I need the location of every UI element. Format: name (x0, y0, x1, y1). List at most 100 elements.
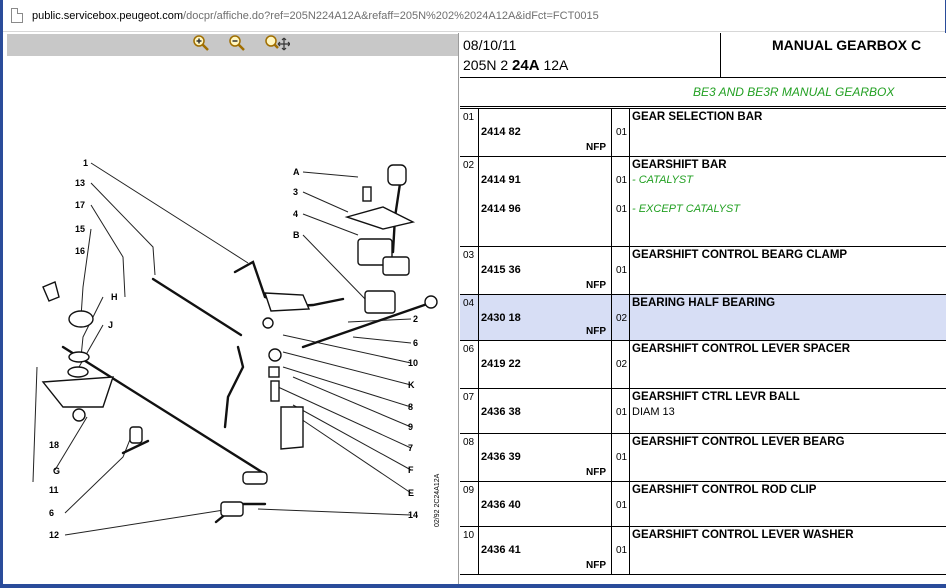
diagram-label-3: 3 (293, 187, 298, 197)
part-description: GEARSHIFT CONTROL LEVER SPACER (632, 343, 851, 355)
part-number[interactable]: 2414 91 (481, 174, 521, 186)
url-path: /docpr/affiche.do?ref=205N224A12A&refaff… (183, 9, 599, 22)
cell-border (479, 434, 612, 481)
diagram-label-J: J (108, 320, 113, 330)
section-header: BE3 AND BE3R MANUAL GEARBOX (460, 78, 946, 107)
row-index: 08 (463, 437, 475, 448)
cell-border (460, 295, 479, 340)
cell-border (460, 109, 479, 156)
part-description: GEARSHIFT CONTROL BEARG CLAMP (632, 249, 848, 261)
diagram-label-9: 9 (408, 422, 413, 432)
diagram-label-8: 8 (408, 402, 413, 412)
cell-border (460, 389, 479, 433)
diagram-label-E: E (408, 488, 414, 498)
part-number[interactable]: 2415 36 (481, 264, 521, 276)
zoom-toolbar (7, 34, 458, 56)
zoom-out-icon[interactable] (228, 34, 246, 57)
diagram-label-A: A (293, 167, 300, 177)
cell-border (612, 109, 630, 156)
part-quantity: 02 (616, 313, 628, 324)
doc-reference: 205N 2 24A 12A (463, 57, 568, 74)
part-quantity: 01 (616, 204, 628, 215)
table-row[interactable]: 10 GEARSHIFT CONTROL LEVER WASHER 2436 41 0… (460, 527, 946, 575)
cell-border (479, 482, 612, 526)
part-quantity: 01 (616, 407, 628, 418)
cell-border (612, 482, 630, 526)
diagram-label-11: 11 (49, 485, 59, 495)
row-index: 04 (463, 298, 475, 309)
diagram-label-13: 13 (75, 178, 85, 188)
cell-border (479, 109, 612, 156)
row-index: 02 (463, 160, 475, 171)
exploded-parts-diagram[interactable]: 1 13 17 15 16 H J 18 G 6 11 12 A 3 4 B 2… (3, 57, 459, 584)
part-description: GEARSHIFT CONTROL LEVER WASHER (632, 529, 854, 541)
address-bar[interactable]: public.servicebox.peugeot.com/docpr/affi… (3, 0, 945, 32)
diagram-label-4: 4 (293, 209, 298, 219)
part-description: GEARSHIFT CONTROL LEVER BEARG (632, 436, 845, 448)
diagram-label-F: F (408, 465, 414, 475)
cell-border (479, 341, 612, 388)
row-index: 09 (463, 485, 475, 496)
row-index: 10 (463, 530, 475, 541)
url-host: public.servicebox.peugeot.com (32, 9, 184, 22)
part-quantity: 02 (616, 359, 628, 370)
diagram-label-H: H (111, 292, 118, 302)
cell-border (612, 247, 630, 294)
cell-border (479, 389, 612, 433)
document-header: 08/10/11 205N 2 24A 12A MANUAL GEARBOX C (460, 33, 946, 78)
nfp-badge: NFP (586, 560, 606, 571)
part-number[interactable]: 2414 82 (481, 126, 521, 138)
part-description: GEARSHIFT CTRL LEVR BALL (632, 391, 800, 403)
zoom-move-icon[interactable] (264, 34, 291, 57)
part-note: - CATALYST (632, 174, 693, 186)
part-quantity: 01 (616, 545, 628, 556)
cell-border (612, 295, 630, 340)
part-number[interactable]: 2430 18 (481, 312, 521, 324)
url-text[interactable]: public.servicebox.peugeot.com/docpr/affi… (32, 10, 599, 22)
nfp-badge: NFP (586, 142, 606, 153)
part-number[interactable]: 2414 96 (481, 203, 521, 215)
cell-border (612, 341, 630, 388)
part-number[interactable]: 2436 39 (481, 451, 521, 463)
page-icon (11, 8, 23, 23)
part-number[interactable]: 2419 22 (481, 358, 521, 370)
ref-prefix: 205N 2 (463, 57, 513, 73)
nfp-badge: NFP (586, 467, 606, 478)
cell-border (460, 527, 479, 574)
diagram-label-1: 1 (83, 158, 88, 168)
section-divider (460, 107, 946, 109)
part-number[interactable]: 2436 41 (481, 544, 521, 556)
diagram-label-16: 16 (75, 246, 85, 256)
diagram-label-15: 15 (75, 224, 85, 234)
cell-border (612, 434, 630, 481)
diagram-label-K: K (408, 380, 415, 390)
diagram-stamp: 02/92 2C24A12A (434, 473, 441, 527)
doc-title: MANUAL GEARBOX C (772, 37, 922, 53)
doc-date: 08/10/11 (463, 37, 517, 53)
cell-border (460, 434, 479, 481)
zoom-in-icon[interactable] (192, 34, 210, 57)
part-description: GEAR SELECTION BAR (632, 111, 763, 123)
diagram-label-B: B (293, 230, 300, 240)
part-quantity: 01 (616, 500, 628, 511)
nfp-badge: NFP (586, 326, 606, 337)
cell-border (460, 247, 479, 294)
diagram-label-17: 17 (75, 200, 85, 210)
part-note: - EXCEPT CATALYST (632, 203, 740, 215)
row-index: 01 (463, 112, 475, 123)
cell-border (479, 247, 612, 294)
diagram-label-14: 14 (408, 510, 418, 520)
ref-suffix: 12A (539, 57, 569, 73)
cell-border (479, 527, 612, 574)
part-number[interactable]: 2436 38 (481, 406, 521, 418)
cell-border (612, 527, 630, 574)
part-number[interactable]: 2436 40 (481, 499, 521, 511)
